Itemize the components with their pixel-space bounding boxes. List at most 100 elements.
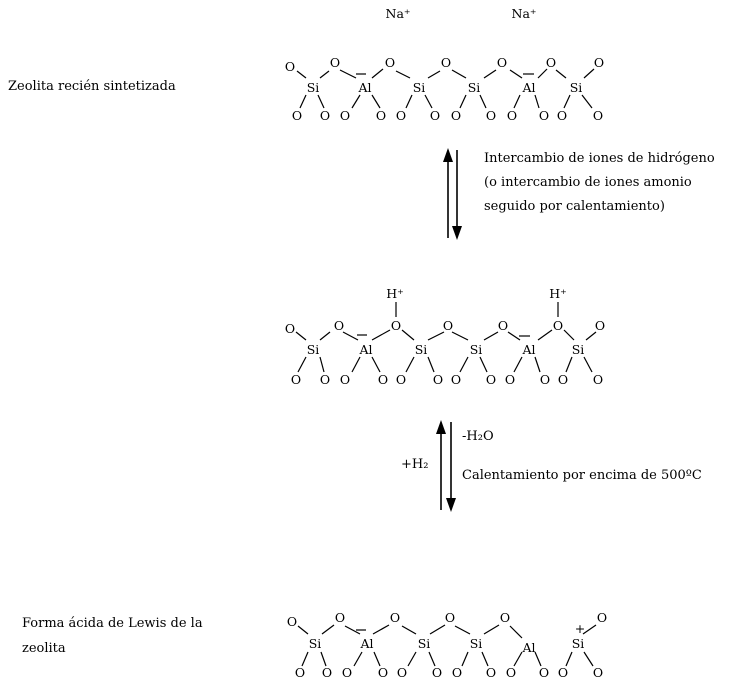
oxygen-atom: O xyxy=(322,665,332,680)
oxygen-atom: O xyxy=(505,372,515,387)
oxygen-atom: O xyxy=(378,665,388,680)
silicon-atom: Si xyxy=(470,636,483,651)
oxygen-atom: O xyxy=(285,59,295,74)
step2-condition: Calentamiento por encima de 500ºC xyxy=(462,468,702,483)
arrow-down-icon xyxy=(446,498,456,512)
oxygen-atom: O xyxy=(497,55,507,70)
oxygen-atom: O xyxy=(320,372,330,387)
oxygen-atom: O xyxy=(593,108,603,123)
oxygen-atom: O xyxy=(335,610,345,625)
framework-lewis: + Si Al Si Si Al Si O O O O O O O O O O … xyxy=(287,610,607,680)
oxygen-atom: O xyxy=(553,318,563,333)
silicon-atom: Si xyxy=(415,342,428,357)
oxygen-atom: O xyxy=(396,372,406,387)
oxygen-atom: O xyxy=(594,55,604,70)
bonds-lewis xyxy=(297,624,597,667)
oxygen-atom: O xyxy=(595,318,605,333)
oxygen-atom: O xyxy=(443,318,453,333)
step2-water: -H₂O xyxy=(462,429,494,444)
oxygen-atom: O xyxy=(342,665,352,680)
oxygen-atom: O xyxy=(593,372,603,387)
oxygen-atom: O xyxy=(340,372,350,387)
oxygen-atom: O xyxy=(432,665,442,680)
oxygen-atom: O xyxy=(330,55,340,70)
equilibrium-arrows-2 xyxy=(436,420,456,512)
sodium-cation: Na⁺ xyxy=(512,6,537,21)
oxygen-atom: O xyxy=(378,372,388,387)
oxygen-atom: O xyxy=(451,372,461,387)
oxygen-atom: O xyxy=(340,108,350,123)
proton: H⁺ xyxy=(386,286,404,301)
aluminum-atom: Al xyxy=(358,342,372,357)
silicon-atom: Si xyxy=(309,636,322,651)
oxygen-atom: O xyxy=(540,372,550,387)
silicon-atom: Si xyxy=(572,342,585,357)
oxygen-atom: O xyxy=(507,108,517,123)
framework-protonated: O O Si Al Si Si Al Si O O O O O O O O O … xyxy=(285,302,605,387)
oxygen-atom: O xyxy=(385,55,395,70)
bonds-protonated xyxy=(295,302,597,373)
oxygen-atom: O xyxy=(445,610,455,625)
oxygen-atom: O xyxy=(486,372,496,387)
oxygen-atom: O xyxy=(397,665,407,680)
oxygen-atom: O xyxy=(597,610,607,625)
oxygen-atom: O xyxy=(295,665,305,680)
aluminum-atom: Al xyxy=(521,640,535,655)
aluminum-atom: Al xyxy=(521,80,535,95)
oxygen-atom: O xyxy=(285,321,295,336)
stage-label-lewis-line2: zeolita xyxy=(22,641,66,656)
arrow-up-icon xyxy=(443,148,453,162)
oxygen-atom: O xyxy=(593,665,603,680)
oxygen-atom: O xyxy=(430,108,440,123)
equilibrium-arrows-1 xyxy=(443,148,462,240)
oxygen-atom: O xyxy=(539,665,549,680)
aluminum-atom: Al xyxy=(521,342,535,357)
sodium-cation: Na⁺ xyxy=(386,6,411,21)
oxygen-atom: O xyxy=(539,108,549,123)
step1-line3: seguido por calentamiento) xyxy=(484,199,665,214)
oxygen-atom: O xyxy=(558,665,568,680)
oxygen-atom: O xyxy=(391,318,401,333)
silicon-atom: Si xyxy=(468,80,481,95)
silicon-atom: Si xyxy=(570,80,583,95)
oxygen-atom: O xyxy=(396,108,406,123)
oxygen-atom: O xyxy=(441,55,451,70)
oxygen-atom: O xyxy=(506,665,516,680)
oxygen-atom: O xyxy=(320,108,330,123)
positive-charge: + xyxy=(575,621,585,636)
oxygen-atom: O xyxy=(498,318,508,333)
step1-line1: Intercambio de iones de hidrógeno xyxy=(484,151,715,166)
stage-label-lewis-line1: Forma ácida de Lewis de la xyxy=(22,616,203,631)
silicon-atom: Si xyxy=(413,80,426,95)
oxygen-atom: O xyxy=(557,108,567,123)
oxygen-atom: O xyxy=(451,108,461,123)
arrow-up-icon xyxy=(436,420,446,434)
step2-hydrogen: +H₂ xyxy=(401,457,428,472)
aluminum-atom: Al xyxy=(357,80,371,95)
aluminum-atom: Al xyxy=(359,636,373,651)
oxygen-atom: O xyxy=(500,610,510,625)
oxygen-atom: O xyxy=(558,372,568,387)
framework-fresh: Si Al Si Si Al Si O O O O O O O O O O O … xyxy=(285,55,604,123)
silicon-atom: Si xyxy=(307,342,320,357)
proton: H⁺ xyxy=(549,286,567,301)
silicon-atom: Si xyxy=(470,342,483,357)
oxygen-atom: O xyxy=(390,610,400,625)
oxygen-atom: O xyxy=(486,108,496,123)
silicon-atom: Si xyxy=(307,80,320,95)
oxygen-atom: O xyxy=(433,372,443,387)
oxygen-atom: O xyxy=(546,55,556,70)
oxygen-atom: O xyxy=(292,108,302,123)
oxygen-atom: O xyxy=(452,665,462,680)
oxygen-atom: O xyxy=(287,614,297,629)
oxygen-atom: O xyxy=(291,372,301,387)
silicon-atom: Si xyxy=(572,636,585,651)
oxygen-atom: O xyxy=(334,318,344,333)
arrow-down-icon xyxy=(452,226,462,240)
oxygen-atom: O xyxy=(376,108,386,123)
oxygen-atom: O xyxy=(486,665,496,680)
silicon-atom: Si xyxy=(418,636,431,651)
bonds-fresh xyxy=(296,68,595,109)
stage-label-fresh: Zeolita recién sintetizada xyxy=(8,79,176,94)
